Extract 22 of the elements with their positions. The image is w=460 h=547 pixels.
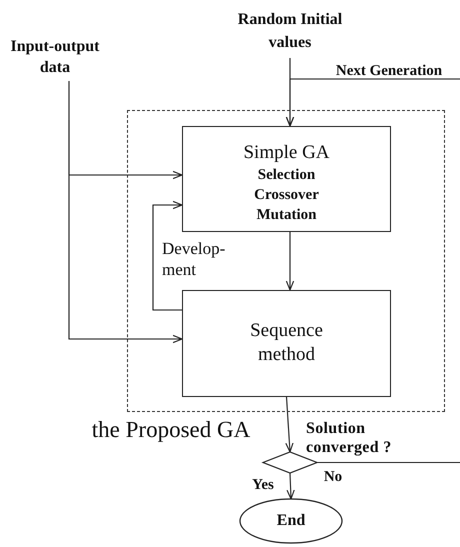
decision-caption: Solution converged ? <box>306 419 393 457</box>
arrow <box>68 120 183 344</box>
process-box <box>182 126 391 232</box>
arrow <box>285 396 294 453</box>
node-text: Selection Crossover Mutation <box>253 166 320 225</box>
edge-label: No <box>322 468 344 486</box>
terminal-ellipse <box>239 498 343 544</box>
process-box <box>182 290 391 397</box>
arrow <box>68 81 183 180</box>
node-title: End <box>276 511 306 531</box>
edge-label: Develop- ment <box>162 238 226 280</box>
arrow <box>286 232 294 291</box>
arrow <box>286 78 460 127</box>
node-title: Sequence method <box>249 319 324 367</box>
node-title: Random Initial values <box>236 10 344 53</box>
arrow <box>286 472 295 500</box>
edge-label: Next Generation <box>335 62 443 81</box>
arrow <box>152 200 183 311</box>
edge-label: Yes <box>251 476 275 494</box>
node-title: Input-output data <box>10 37 100 78</box>
group-title: the Proposed GA <box>90 417 252 443</box>
node-title: Simple GA <box>242 141 331 165</box>
